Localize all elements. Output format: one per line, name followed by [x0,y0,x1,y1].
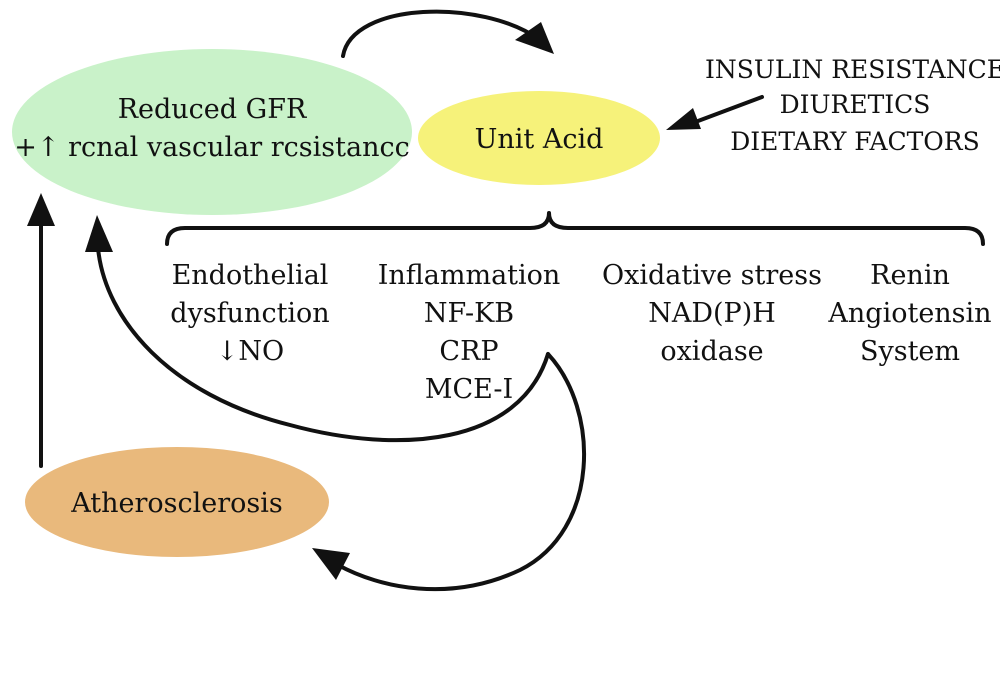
arrow-causes-to-uric-acid [688,95,764,126]
arrow-mechanisms-to-atherosclerosis [336,352,586,592]
uric-acid-node [418,91,660,185]
mechanisms-brace [165,211,985,246]
cause-diuretics: DIURETICS [780,90,931,119]
mechanism-oxidative-line3: oxidase [660,336,763,367]
mechanism-ras-line3: System [860,336,960,367]
gfr-node [12,49,412,215]
atherosclerosis-node [25,447,329,557]
gfr-label-line2: +↑ rcnal vascular rcsistancc [14,132,409,163]
mechanism-inflammation-line2: NF-KB [424,298,514,329]
mechanism-oxidative-line1: Oxidative stress [602,260,822,291]
cause-insulin-resistance: INSULIN RESISTANCE [705,55,1000,84]
arrowhead-gfr-to-uric-acid [515,22,554,54]
mechanism-endothelial-line3: ↓NO [216,336,284,367]
gfr-label-line1: Reduced GFR [118,94,307,125]
arrowhead-mechanisms-to-atherosclerosis [312,548,350,580]
mechanism-endothelial-line2: dysfunction [170,298,329,329]
mechanism-ras-line1: Renin [870,260,950,291]
arrow-mechanisms-to-gfr [96,246,550,443]
arrowhead-mechanisms-to-gfr [85,215,113,252]
uric-acid-label: Unit Acid [475,124,604,155]
mechanism-endothelial-line1: Endothelial [172,260,329,291]
mechanism-ras-line2: Angiotensin [827,298,991,329]
arrowhead-atherosclerosis-to-gfr [27,193,55,226]
mechanism-inflammation-line3: CRP [439,336,498,367]
arrowhead-causes-to-uric-acid [666,108,701,130]
atherosclerosis-label: Atherosclerosis [70,488,283,519]
cause-dietary-factors: DIETARY FACTORS [730,127,980,156]
mechanism-oxidative-line2: NAD(P)H [648,298,776,329]
mechanism-inflammation-line4: MCE-I [425,374,513,405]
arrow-gfr-to-uric-acid [341,9,542,58]
mechanism-inflammation-line1: Inflammation [378,260,561,291]
